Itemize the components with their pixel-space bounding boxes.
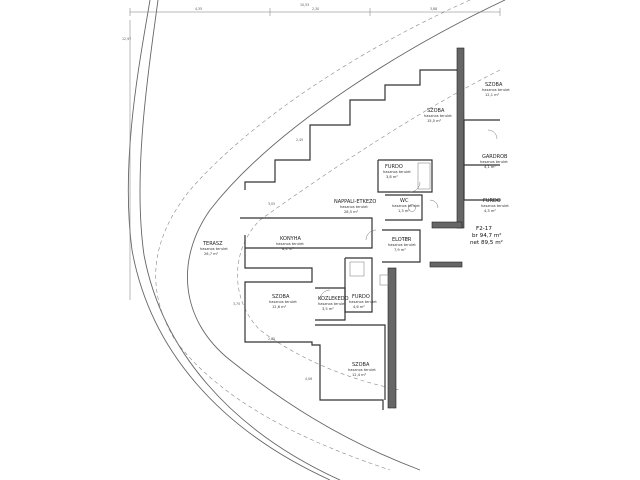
room-subtitle: hasznos terulet — [392, 204, 420, 208]
room-area: 8,4 m² — [282, 247, 294, 251]
sink-fixture — [379, 274, 389, 286]
room-szoba-west: SZOBA hasznos terulet 12,6 m² — [269, 294, 297, 309]
core-wall-stub-2 — [429, 261, 463, 268]
terrace-mid-curve — [186, 0, 506, 471]
dashed-guide-outer — [155, 0, 471, 471]
bathtub-fixture — [417, 162, 431, 190]
unit-summary: F2-17 br 94,7 m² net 89,5 m² — [470, 226, 503, 246]
room-name: GARDROB — [482, 154, 508, 160]
inner-wall-wc — [385, 194, 423, 221]
outer-wall-lower-left — [244, 235, 384, 410]
room-subtitle: hasznos terulet — [424, 114, 452, 118]
inner-wall-bedroom-s — [315, 324, 386, 400]
room-area: 4,6 m² — [353, 305, 365, 309]
room-szoba-north: SZOBA hasznos terulet 15,5 m² — [424, 108, 452, 123]
dimension-label-4: 4,06 — [305, 377, 312, 381]
top-dimension-total: 10,53 — [300, 3, 309, 7]
room-subtitle: hasznos terulet — [200, 247, 228, 251]
dashed-guide-inner — [237, 69, 501, 391]
room-name: ELOTER — [392, 237, 412, 243]
room-furdo-top: FURDO hasznos terulet 3,8 m² — [383, 164, 411, 179]
room-area: 4,1 m² — [484, 165, 496, 169]
core-wall-stub — [431, 221, 463, 229]
room-szoba-south: SZOBA hasznos terulet 12,4 m² — [348, 362, 376, 377]
room-subtitle: hasznos terulet — [276, 242, 304, 246]
dimension-label-5: 1,20 — [402, 237, 409, 241]
room-subtitle: hasznos terulet — [388, 243, 416, 247]
inner-wall-corridor — [315, 287, 346, 321]
room-wc: WC hasznos terulet 1,3 m² — [392, 198, 420, 213]
left-dimension-total: 12,97 — [122, 37, 131, 41]
room-area: 12,6 m² — [272, 305, 287, 309]
room-konyha: KONYHA hasznos terulet 8,4 m² — [276, 236, 304, 251]
room-name: TERASZ — [202, 241, 223, 247]
room-name: FURDO — [352, 294, 370, 300]
room-szoba-northeast: SZOBA hasznos terulet 12,1 m² — [482, 82, 510, 97]
room-name: KOZLEKEDO — [318, 296, 349, 302]
room-subtitle: hasznos terulet — [480, 160, 508, 164]
room-area: 12,1 m² — [485, 93, 500, 97]
inner-wall-hall — [382, 229, 421, 263]
room-terasz: TERASZ hasznos terulet 26,7 m² — [200, 241, 228, 256]
room-name: FURDO — [483, 198, 501, 204]
room-eloter: ELOTER hasznos terulet 7,9 m² — [388, 237, 416, 252]
right-partition — [463, 119, 500, 201]
room-area: 12,4 m² — [352, 373, 367, 377]
dimension-label-6: 2,85 — [268, 337, 275, 341]
core-wall-right — [456, 47, 465, 229]
unit-gross-area: br 94,7 m² — [472, 232, 502, 239]
room-subtitle: hasznos terulet — [383, 170, 411, 174]
room-area: 4,3 m² — [484, 209, 496, 213]
room-area: 15,5 m² — [427, 119, 442, 123]
door-swing-bath — [409, 181, 421, 193]
dimension-label-3: 3,70 — [233, 302, 240, 306]
door-swing-room — [319, 289, 331, 301]
top-dimension-a: 4,35 — [195, 7, 202, 11]
room-subtitle: hasznos terulet — [481, 204, 509, 208]
unit-code: F2-17 — [476, 226, 492, 232]
door-swing-wc — [429, 199, 439, 209]
room-area: 26,7 m² — [204, 252, 219, 256]
room-area: 3,5 m² — [322, 307, 334, 311]
inner-wall-living — [240, 217, 373, 249]
unit-net-area: net 89,5 m² — [470, 239, 503, 246]
room-name: NAPPALI-ETKEZO — [334, 199, 376, 205]
door-swing-gardrob — [487, 129, 498, 140]
room-subtitle: hasznos terulet — [340, 205, 368, 209]
room-subtitle: hasznos terulet — [348, 368, 376, 372]
room-furdo-right: FURDO hasznos terulet 4,3 m² — [481, 198, 509, 213]
room-subtitle: hasznos terulet — [349, 300, 377, 304]
room-area: 3,8 m² — [386, 175, 398, 179]
room-name: SZOBA — [427, 108, 445, 114]
room-area: 7,9 m² — [394, 248, 406, 252]
top-dimension-b: 2,30 — [312, 7, 319, 11]
room-area: 28,5 m² — [344, 210, 359, 214]
room-name: FURDO — [385, 164, 403, 170]
room-area: 1,3 m² — [398, 209, 410, 213]
room-kozlekedo: KOZLEKEDO hasznos terulet 3,5 m² — [318, 296, 349, 311]
room-name: KONYHA — [280, 236, 301, 242]
shower-fixture — [349, 261, 365, 277]
terrace-outer-curve — [127, 0, 331, 480]
room-nappali-etkezo: NAPPALI-ETKEZO hasznos terulet 28,5 m² — [334, 199, 376, 214]
room-name: SZOBA — [272, 294, 290, 300]
room-gardrob: GARDROB hasznos terulet 4,1 m² — [480, 154, 508, 169]
outer-wall-upper — [244, 50, 461, 190]
terrace-inner-curve — [139, 0, 341, 480]
room-subtitle: hasznos terulet — [482, 88, 510, 92]
room-name: SZOBA — [352, 362, 370, 368]
room-furdo-mid: FURDO hasznos terulet 4,6 m² — [349, 294, 377, 309]
room-subtitle: hasznos terulet — [269, 300, 297, 304]
dimension-label-1: 3,05 — [268, 202, 275, 206]
room-subtitle: hasznos terulet — [318, 302, 346, 306]
room-name: WC — [400, 198, 409, 204]
inner-wall-bath-top — [377, 159, 433, 193]
dimension-label-2: 2,45 — [296, 138, 303, 142]
toilet-fixture — [408, 204, 416, 212]
core-wall-column — [387, 267, 397, 409]
door-swing-entry — [365, 229, 377, 241]
room-name: SZOBA — [485, 82, 503, 88]
top-dimension-c: 3,88 — [430, 7, 437, 11]
